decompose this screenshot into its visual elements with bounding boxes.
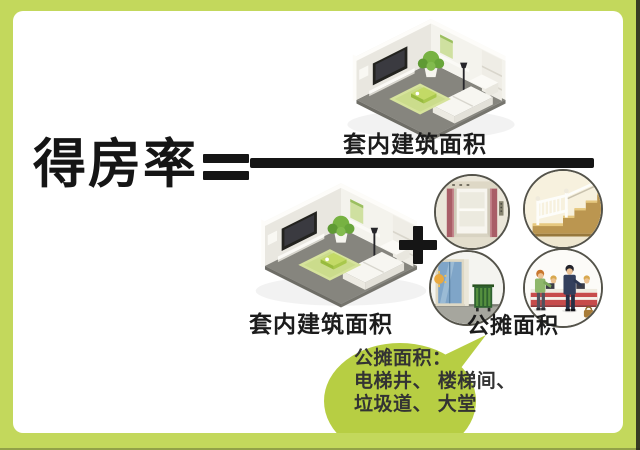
plus-sign: + xyxy=(399,226,437,264)
entrance-illustration xyxy=(431,252,503,324)
photo-right-edge xyxy=(636,0,640,450)
lobby-illustration xyxy=(525,250,601,326)
fraction-bar xyxy=(250,158,594,168)
elevator-illustration xyxy=(436,176,508,248)
staircase-illustration xyxy=(525,171,601,247)
elevator-shaft-icon xyxy=(434,174,510,250)
numerator-room-illustration xyxy=(331,15,531,143)
lobby-reception-icon xyxy=(523,248,603,328)
shared-area-label: 公摊面积 xyxy=(466,313,559,338)
equals-bar-top xyxy=(203,154,249,163)
equals-bar-bottom xyxy=(203,171,249,180)
plus-vertical-bar xyxy=(413,226,423,264)
equals-sign: = xyxy=(203,154,249,180)
denominator-room-label: 套内建筑面积 xyxy=(249,311,393,337)
callout-text: 公摊面积： 电梯井、 楼梯间、 垃圾道、 大堂 xyxy=(354,347,516,416)
plus-sign-text: + xyxy=(399,226,400,227)
content-canvas: 套内建筑面积 得房率 = 套内建筑面积 + xyxy=(13,11,623,433)
callout-bubble xyxy=(324,335,486,433)
callout-heading: 公摊面积： xyxy=(354,348,452,369)
main-title: 得房率 xyxy=(33,135,198,194)
entrance-garbage-chute-icon xyxy=(429,250,505,326)
staircase-icon xyxy=(523,169,603,249)
photo-bottom-edge xyxy=(0,448,640,450)
callout-line-1: 电梯井、 楼梯间、 xyxy=(354,371,516,392)
callout-line-2: 垃圾道、 大堂 xyxy=(354,394,477,415)
numerator-label: 套内建筑面积 xyxy=(343,131,487,157)
